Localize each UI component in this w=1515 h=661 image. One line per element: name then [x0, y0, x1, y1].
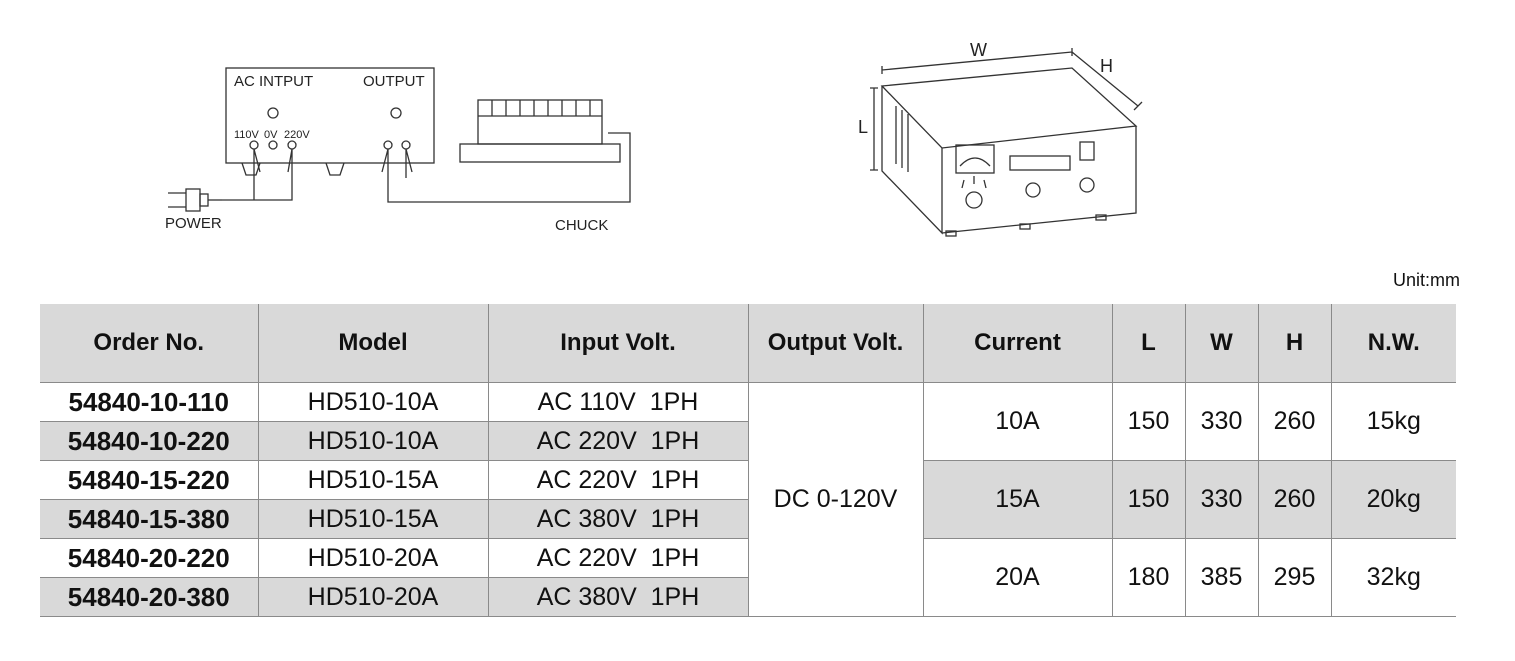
control-box [225, 67, 435, 164]
l-cell: 150 [1111, 382, 1185, 461]
output-knob [1079, 177, 1095, 193]
order-no-cell: 54840-20-220 [40, 538, 258, 578]
input-volt-cell: AC 220V 1PH [487, 421, 748, 461]
order-no-cell: 54840-20-380 [40, 577, 258, 617]
h-cell: 295 [1257, 538, 1331, 617]
input-volt-cell: AC 110V 1PH [487, 382, 748, 422]
h-cell: 260 [1257, 460, 1331, 539]
terminal-220v [287, 140, 297, 150]
height-dimension-line [1071, 51, 1143, 111]
h-cell: 260 [1257, 382, 1331, 461]
unit-box-drawing: W H L [858, 40, 1143, 237]
order-no-cell: 54840-10-110 [40, 382, 258, 422]
spec-table: Order No. Model Input Volt. Output Volt.… [40, 304, 1456, 617]
unit-note: Unit:mm [1393, 270, 1460, 290]
header-order-no: Order No. [40, 304, 258, 383]
order-no-cell: 54840-15-220 [40, 460, 258, 500]
table-row: 54840-20-220 HD510-20A AC 220V 1PH 20A 1… [40, 538, 1456, 617]
l-cell: 150 [1111, 460, 1185, 539]
ac-input-indicator [267, 107, 279, 119]
unit-box [880, 67, 1138, 235]
nw-cell: 15kg [1330, 382, 1456, 461]
scale-window [1009, 155, 1071, 171]
power-wires [222, 148, 293, 201]
power-plug-icon [168, 188, 222, 212]
output-volt-cell: DC 0-120V [747, 382, 923, 617]
input-volt-cell: AC 220V 1PH [487, 460, 748, 500]
model-cell: HD510-10A [257, 421, 488, 461]
table-row: 54840-20-380 HD510-20A AC 380V 1PH [40, 577, 1456, 617]
voltage-knob [1025, 182, 1041, 198]
output-indicator [390, 107, 402, 119]
table-row: 54840-15-220 HD510-15A AC 220V 1PH 15A 1… [40, 460, 1456, 539]
model-cell: HD510-20A [257, 538, 488, 578]
range-knob [965, 191, 983, 209]
model-cell: HD510-15A [257, 499, 488, 539]
terminal-output-2 [401, 140, 411, 150]
power-label: POWER [165, 215, 222, 232]
terminal-label-110v: 110V [234, 129, 260, 141]
terminal-label-220v: 220V [284, 129, 310, 141]
header-w: W [1184, 304, 1258, 383]
wiring-diagram: AC INTPUT OUTPUT 110V 0V 220V POWER CHUC… [165, 67, 631, 234]
header-l: L [1111, 304, 1185, 383]
input-volt-cell: AC 380V 1PH [487, 499, 748, 539]
nw-cell: 32kg [1330, 538, 1456, 617]
model-cell: HD510-20A [257, 577, 488, 617]
output-wires [381, 132, 631, 203]
height-label: H [1100, 56, 1113, 76]
model-cell: HD510-10A [257, 382, 488, 422]
current-cell: 15A [922, 460, 1112, 539]
output-label: OUTPUT [363, 73, 425, 90]
header-input-volt: Input Volt. [487, 304, 748, 383]
control-box-feet [241, 162, 345, 176]
table-header-row: Order No. Model Input Volt. Output Volt.… [40, 304, 1456, 383]
table-row: 54840-10-220 HD510-10A AC 220V 1PH [40, 421, 1456, 461]
chuck-label: CHUCK [555, 217, 608, 234]
terminal-110v [249, 140, 259, 150]
terminal-output-1 [383, 140, 393, 150]
input-volt-cell: AC 380V 1PH [487, 577, 748, 617]
table-row: 54840-10-110 HD510-10A AC 110V 1PH DC 0-… [40, 382, 1456, 617]
length-label: L [858, 117, 868, 137]
order-no-cell: 54840-15-380 [40, 499, 258, 539]
width-label: W [970, 40, 987, 60]
ammeter [955, 144, 995, 174]
terminal-label-0v: 0V [264, 129, 278, 141]
chuck-drawing [459, 99, 621, 163]
header-h: H [1257, 304, 1331, 383]
current-cell: 20A [922, 538, 1112, 617]
terminal-0v [268, 140, 278, 150]
header-output-volt: Output Volt. [747, 304, 923, 383]
current-cell: 10A [922, 382, 1112, 461]
ac-input-label: AC INTPUT [234, 73, 313, 90]
table-row: 54840-15-380 HD510-15A AC 380V 1PH [40, 499, 1456, 539]
input-volt-cell: AC 220V 1PH [487, 538, 748, 578]
header-nw: N.W. [1330, 304, 1456, 383]
header-current: Current [922, 304, 1112, 383]
w-cell: 330 [1184, 460, 1258, 539]
w-cell: 330 [1184, 382, 1258, 461]
header-model: Model [257, 304, 488, 383]
nw-cell: 20kg [1330, 460, 1456, 539]
order-no-cell: 54840-10-220 [40, 421, 258, 461]
w-cell: 385 [1184, 538, 1258, 617]
power-switch [1079, 141, 1095, 161]
l-cell: 180 [1111, 538, 1185, 617]
model-cell: HD510-15A [257, 460, 488, 500]
length-dimension-line [870, 87, 878, 171]
